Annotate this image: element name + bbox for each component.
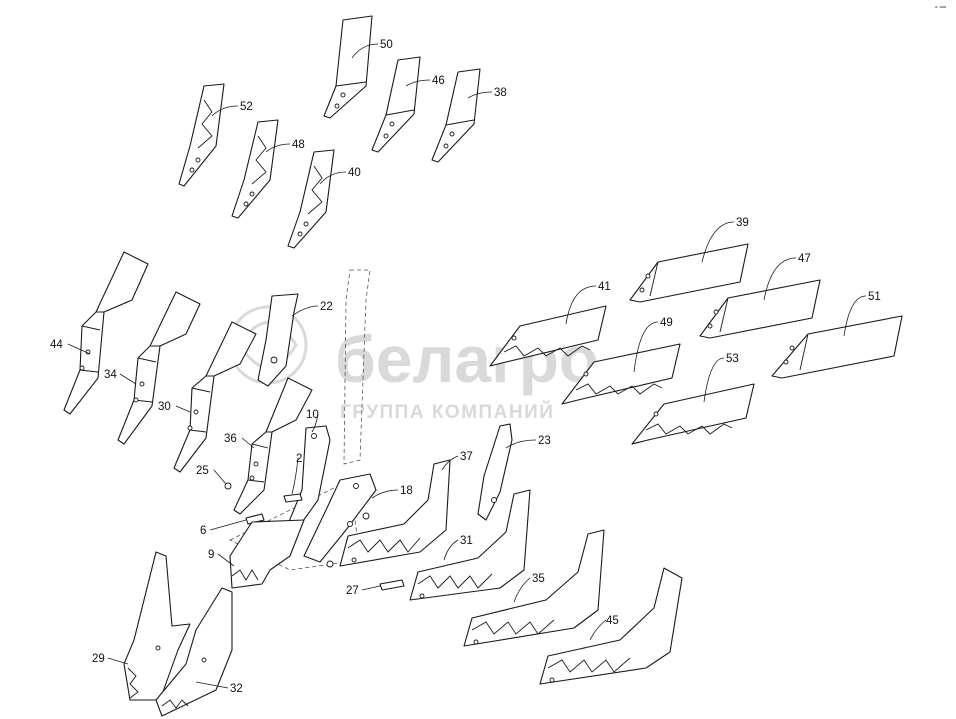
- callout-49: 49: [660, 317, 673, 329]
- callout-2: 2: [296, 453, 302, 465]
- part-18: [303, 473, 377, 568]
- callout-23: 23: [538, 435, 551, 447]
- part-35: [463, 529, 605, 647]
- callout-38: 38: [494, 87, 507, 99]
- callout-30: 30: [158, 401, 171, 413]
- part-9: [229, 519, 305, 589]
- callout-29: 29: [92, 653, 105, 665]
- callout-31: 31: [460, 535, 473, 547]
- part-47: [699, 279, 821, 339]
- part-36: [233, 377, 313, 515]
- part-2: [283, 493, 303, 503]
- part-41: [489, 305, 607, 367]
- callouts: 50 52 46 38 48 40 39 47 41 51 49 53 44 2…: [50, 39, 881, 695]
- callout-32: 32: [230, 683, 243, 695]
- callout-50: 50: [380, 39, 393, 51]
- callout-37: 37: [460, 451, 473, 463]
- part-32: [155, 587, 233, 717]
- part-51: [771, 315, 903, 379]
- part-50: [323, 15, 373, 119]
- part-30: [173, 321, 257, 473]
- part-10: [287, 425, 331, 529]
- part-38: [431, 68, 481, 163]
- callout-53: 53: [726, 353, 739, 365]
- callout-22: 22: [320, 301, 333, 313]
- callout-48: 48: [292, 139, 305, 151]
- part-22: [257, 293, 299, 387]
- part-37: [339, 459, 451, 567]
- part-39: [629, 243, 749, 303]
- leaders: [67, 43, 867, 689]
- part-34: [117, 291, 201, 445]
- callout-44: 44: [50, 339, 63, 351]
- part-52: [178, 83, 225, 187]
- callout-46: 46: [432, 75, 445, 87]
- part-29: [123, 551, 191, 701]
- part-40: [287, 149, 335, 249]
- callout-35: 35: [532, 573, 545, 585]
- part-6: [245, 513, 265, 525]
- callout-34: 34: [104, 369, 117, 381]
- callout-27: 27: [346, 585, 359, 597]
- callout-40: 40: [348, 167, 361, 179]
- watermark-logo-leaf: [238, 321, 298, 369]
- part-53: [631, 383, 755, 445]
- callout-25: 25: [196, 465, 209, 477]
- part-27: [379, 579, 405, 591]
- callout-45: 45: [606, 615, 619, 627]
- callout-18: 18: [400, 485, 413, 497]
- callout-10: 10: [306, 409, 319, 421]
- callout-47: 47: [798, 253, 811, 265]
- callout-52: 52: [240, 101, 253, 113]
- part-23: [477, 423, 513, 521]
- part-49: [561, 343, 681, 405]
- part-25: [224, 482, 232, 490]
- callout-39: 39: [736, 217, 749, 229]
- callout-51: 51: [868, 291, 881, 303]
- part-45: [539, 567, 683, 685]
- callout-41: 41: [598, 281, 611, 293]
- part-46: [371, 56, 421, 153]
- corner-mark: a aaa: [935, 4, 947, 9]
- watermark-tagline: ГРУППА КОМПАНИЙ: [340, 401, 554, 423]
- part-31: [409, 489, 531, 601]
- part-48: [231, 119, 279, 219]
- part-frame-dashed: [229, 269, 371, 571]
- callout-36: 36: [224, 433, 237, 445]
- callout-9: 9: [208, 549, 214, 561]
- callout-6: 6: [200, 525, 206, 537]
